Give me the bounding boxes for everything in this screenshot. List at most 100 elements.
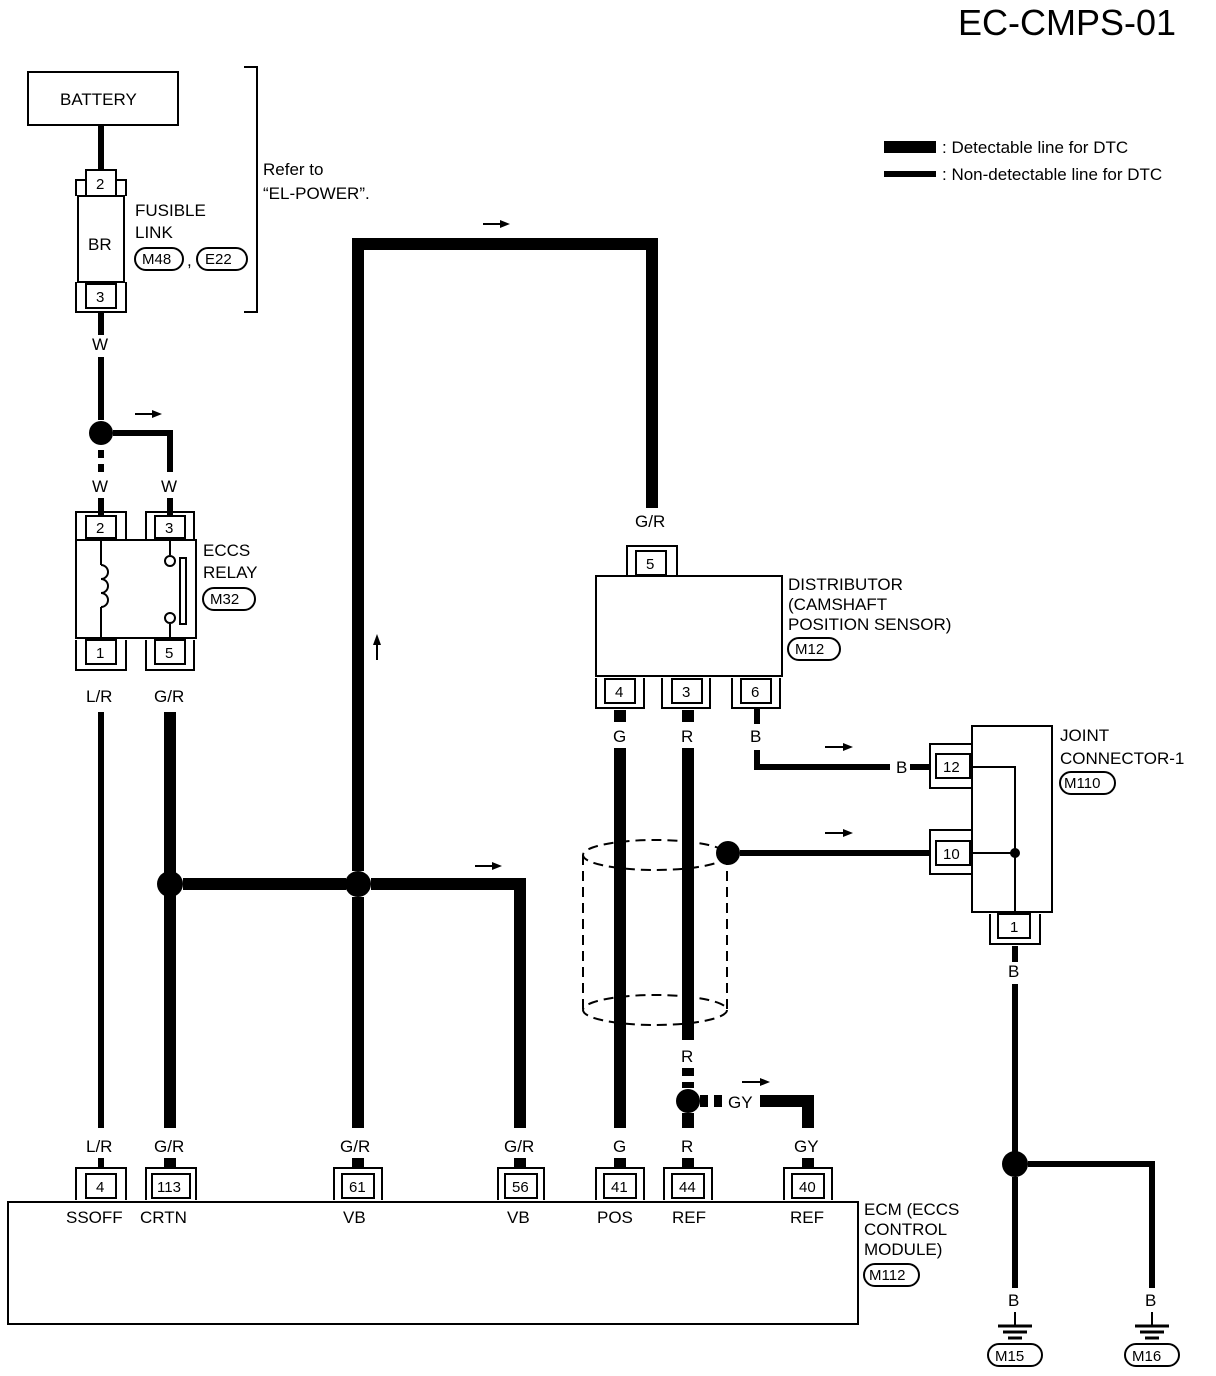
joint-connector: 12 10 1 JOINT CONNECTOR-1 M110 [929,725,1184,945]
ecm-terminal-56: G/R 56 VB [497,1137,545,1227]
legend-detectable-label: : Detectable line for DTC [942,138,1128,157]
wire-label-ground-left: B [1008,1291,1019,1310]
joint-connector-pin-1: 1 [1010,919,1018,936]
ecm-terminal-61-pin: 61 [349,1179,366,1196]
ecm-terminal-41-pin: 41 [611,1179,628,1196]
eccs-relay-line1: ECCS [203,541,250,560]
distributor-line1: DISTRIBUTOR [788,575,903,594]
ecm-terminal-41: G 41 POS [595,1137,645,1227]
splice-ref [676,1089,700,1113]
wire-label-gy-branch: GY [728,1093,753,1112]
ecm-terminal-56-name: VB [507,1208,530,1227]
fusible-link-connector-2: E22 [205,251,232,268]
eccs-relay: 2 3 1 5 ECCS RELAY M32 [75,511,258,671]
distributor-pin-4: 4 [615,684,623,701]
ground-m15-label: M15 [995,1348,1024,1365]
ecm-terminal-61-name: VB [343,1208,366,1227]
fusible-link-separator: , [187,251,192,270]
ecm-terminal-44: R 44 REF [663,1137,713,1227]
ecm-terminal-40-wire: GY [794,1137,819,1156]
ecm-terminal-4: L/R 4 SSOFF [66,1137,127,1227]
fusible-link-pin-top: 2 [96,176,104,193]
splice-vb [345,871,371,897]
ground-m15: M15 [987,1312,1043,1367]
ecm-terminal-56-pin: 56 [512,1179,529,1196]
joint-connector-pin-12: 12 [943,759,960,776]
refer-line1: Refer to [263,160,323,179]
ecm-terminal-4-wire: L/R [86,1137,112,1156]
ecm-connector: M112 [869,1267,905,1284]
splice-w [89,421,113,445]
ecm-terminal-40: GY 40 REF [783,1137,833,1227]
ground-m16: M16 [1124,1312,1180,1367]
wire-label-dist-out-3: R [681,727,693,746]
ecm-terminal-113-name: CRTN [140,1208,187,1227]
ecm-terminal-44-pin: 44 [679,1179,696,1196]
wire-label-dist-in: G/R [635,512,665,531]
splice-crtn [157,871,183,897]
distributor: 5 4 3 6 DISTRIBUTOR (CAMSHAFT POSITION S… [595,545,951,709]
battery: BATTERY [27,71,179,126]
joint-connector-line2: CONNECTOR-1 [1060,749,1184,768]
ecm-line3: MODULE) [864,1240,942,1259]
ecm-line2: CONTROL [864,1220,947,1239]
joint-connector-connector: M110 [1064,775,1100,792]
ecm: ECM (ECCS CONTROL MODULE) M112 [7,1200,959,1325]
wire-label-relay-out-left: L/R [86,687,112,706]
wire-label-joint-in-12: B [896,758,907,777]
distributor-connector: M12 [795,641,824,658]
joint-connector-pin-10: 10 [943,846,960,863]
wire-label-relay-out-right: G/R [154,687,184,706]
wire-label-relay-in-left: W [92,477,108,496]
distributor-line2: (CAMSHAFT [788,595,887,614]
ecm-terminal-61: G/R 61 VB [333,1137,383,1227]
ecm-terminal-113-pin: 113 [157,1179,181,1196]
eccs-relay-pin-2: 2 [96,520,104,537]
eccs-relay-pin-1: 1 [96,645,104,662]
eccs-relay-connector: M32 [210,591,239,608]
wire-label-ground-right: B [1145,1291,1156,1310]
refer-note: Refer to “EL-POWER”. [244,66,370,313]
distributor-pin-6: 6 [751,684,759,701]
battery-label: BATTERY [60,90,137,109]
ecm-terminal-4-name: SSOFF [66,1208,123,1227]
wire-label-dist-out-4: G [613,727,626,746]
eccs-relay-line2: RELAY [203,563,258,582]
fusible-link: 2 BR 3 FUSIBLE LINK M48 , E22 [75,169,248,313]
wire-label-joint-out: B [1008,962,1019,981]
wire-label-ref-mid: R [681,1047,693,1066]
ecm-terminal-113-wire: G/R [154,1137,184,1156]
wire-label-dist-out-6: B [750,727,761,746]
eccs-relay-pin-5: 5 [165,645,173,662]
distributor-line3: POSITION SENSOR) [788,615,951,634]
fusible-link-pin-bottom: 3 [96,289,104,306]
ecm-terminal-41-wire: G [613,1137,626,1156]
page-title: EC-CMPS-01 [958,2,1176,43]
ecm-terminal-44-name: REF [672,1208,706,1227]
joint-connector-line1: JOINT [1060,726,1109,745]
distributor-pin-5: 5 [646,556,654,573]
wire-gr-vb-loop [352,238,658,871]
fusible-link-line2: LINK [135,223,173,242]
ecm-terminal-40-pin: 40 [799,1179,816,1196]
fusible-link-line1: FUSIBLE [135,201,206,220]
ecm-terminal-56-wire: G/R [504,1137,534,1156]
splice-ground [1002,1151,1028,1177]
fusible-link-color: BR [88,235,112,254]
eccs-relay-pin-3: 3 [165,520,173,537]
ecm-terminal-113: G/R 113 CRTN [140,1137,197,1227]
ecm-terminal-41-name: POS [597,1208,633,1227]
ecm-terminal-61-wire: G/R [340,1137,370,1156]
ecm-line1: ECM (ECCS [864,1200,959,1219]
ecm-terminal-4-pin: 4 [96,1179,104,1196]
ecm-terminal-40-name: REF [790,1208,824,1227]
distributor-pin-3: 3 [682,684,690,701]
legend: : Detectable line for DTC : Non-detectab… [884,138,1162,184]
ecm-terminal-44-wire: R [681,1137,693,1156]
ground-m16-label: M16 [1132,1348,1161,1365]
wire-label-fusible-out: W [92,335,108,354]
splice-shield [716,841,740,865]
wire-label-relay-in-right: W [161,477,177,496]
shield [582,839,728,1026]
